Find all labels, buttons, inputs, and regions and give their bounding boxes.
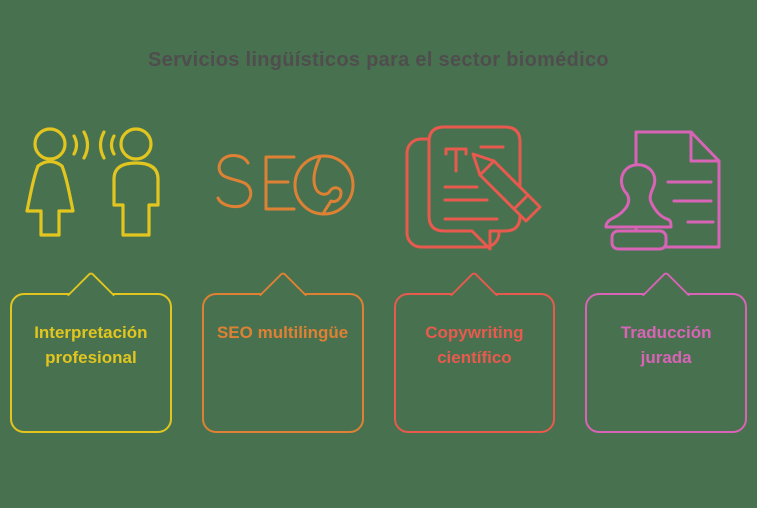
stamp-document-icon (604, 130, 721, 250)
services-row: Interpretación profesional SEO multiling… (0, 120, 757, 433)
service-label: SEO multilingüe (216, 323, 349, 342)
service-column-seo: SEO multilingüe (201, 120, 364, 433)
seo-globe-icon (216, 154, 355, 216)
service-bubble: Copywriting científico (393, 270, 556, 433)
service-icon-wrap (394, 120, 556, 252)
service-icon-wrap (585, 120, 747, 252)
service-column-interpretacion: Interpretación profesional (10, 120, 172, 433)
service-icon-wrap (10, 120, 172, 252)
infographic-title: Servicios lingüísticos para el sector bi… (148, 49, 609, 71)
service-column-copywriting: Copywriting científico (393, 120, 556, 433)
service-label: Traducción jurada (620, 323, 712, 367)
service-bubble: SEO multilingüe (201, 270, 364, 433)
service-column-traduccion: Traducción jurada (585, 120, 747, 433)
service-icon-wrap (202, 120, 364, 252)
document-pencil-icon (405, 125, 542, 250)
service-label: Interpretación profesional (34, 323, 148, 367)
service-label: Copywriting científico (425, 323, 524, 367)
service-bubble: Traducción jurada (585, 270, 747, 433)
people-conversation-icon (25, 127, 160, 237)
service-bubble: Interpretación profesional (10, 270, 172, 433)
